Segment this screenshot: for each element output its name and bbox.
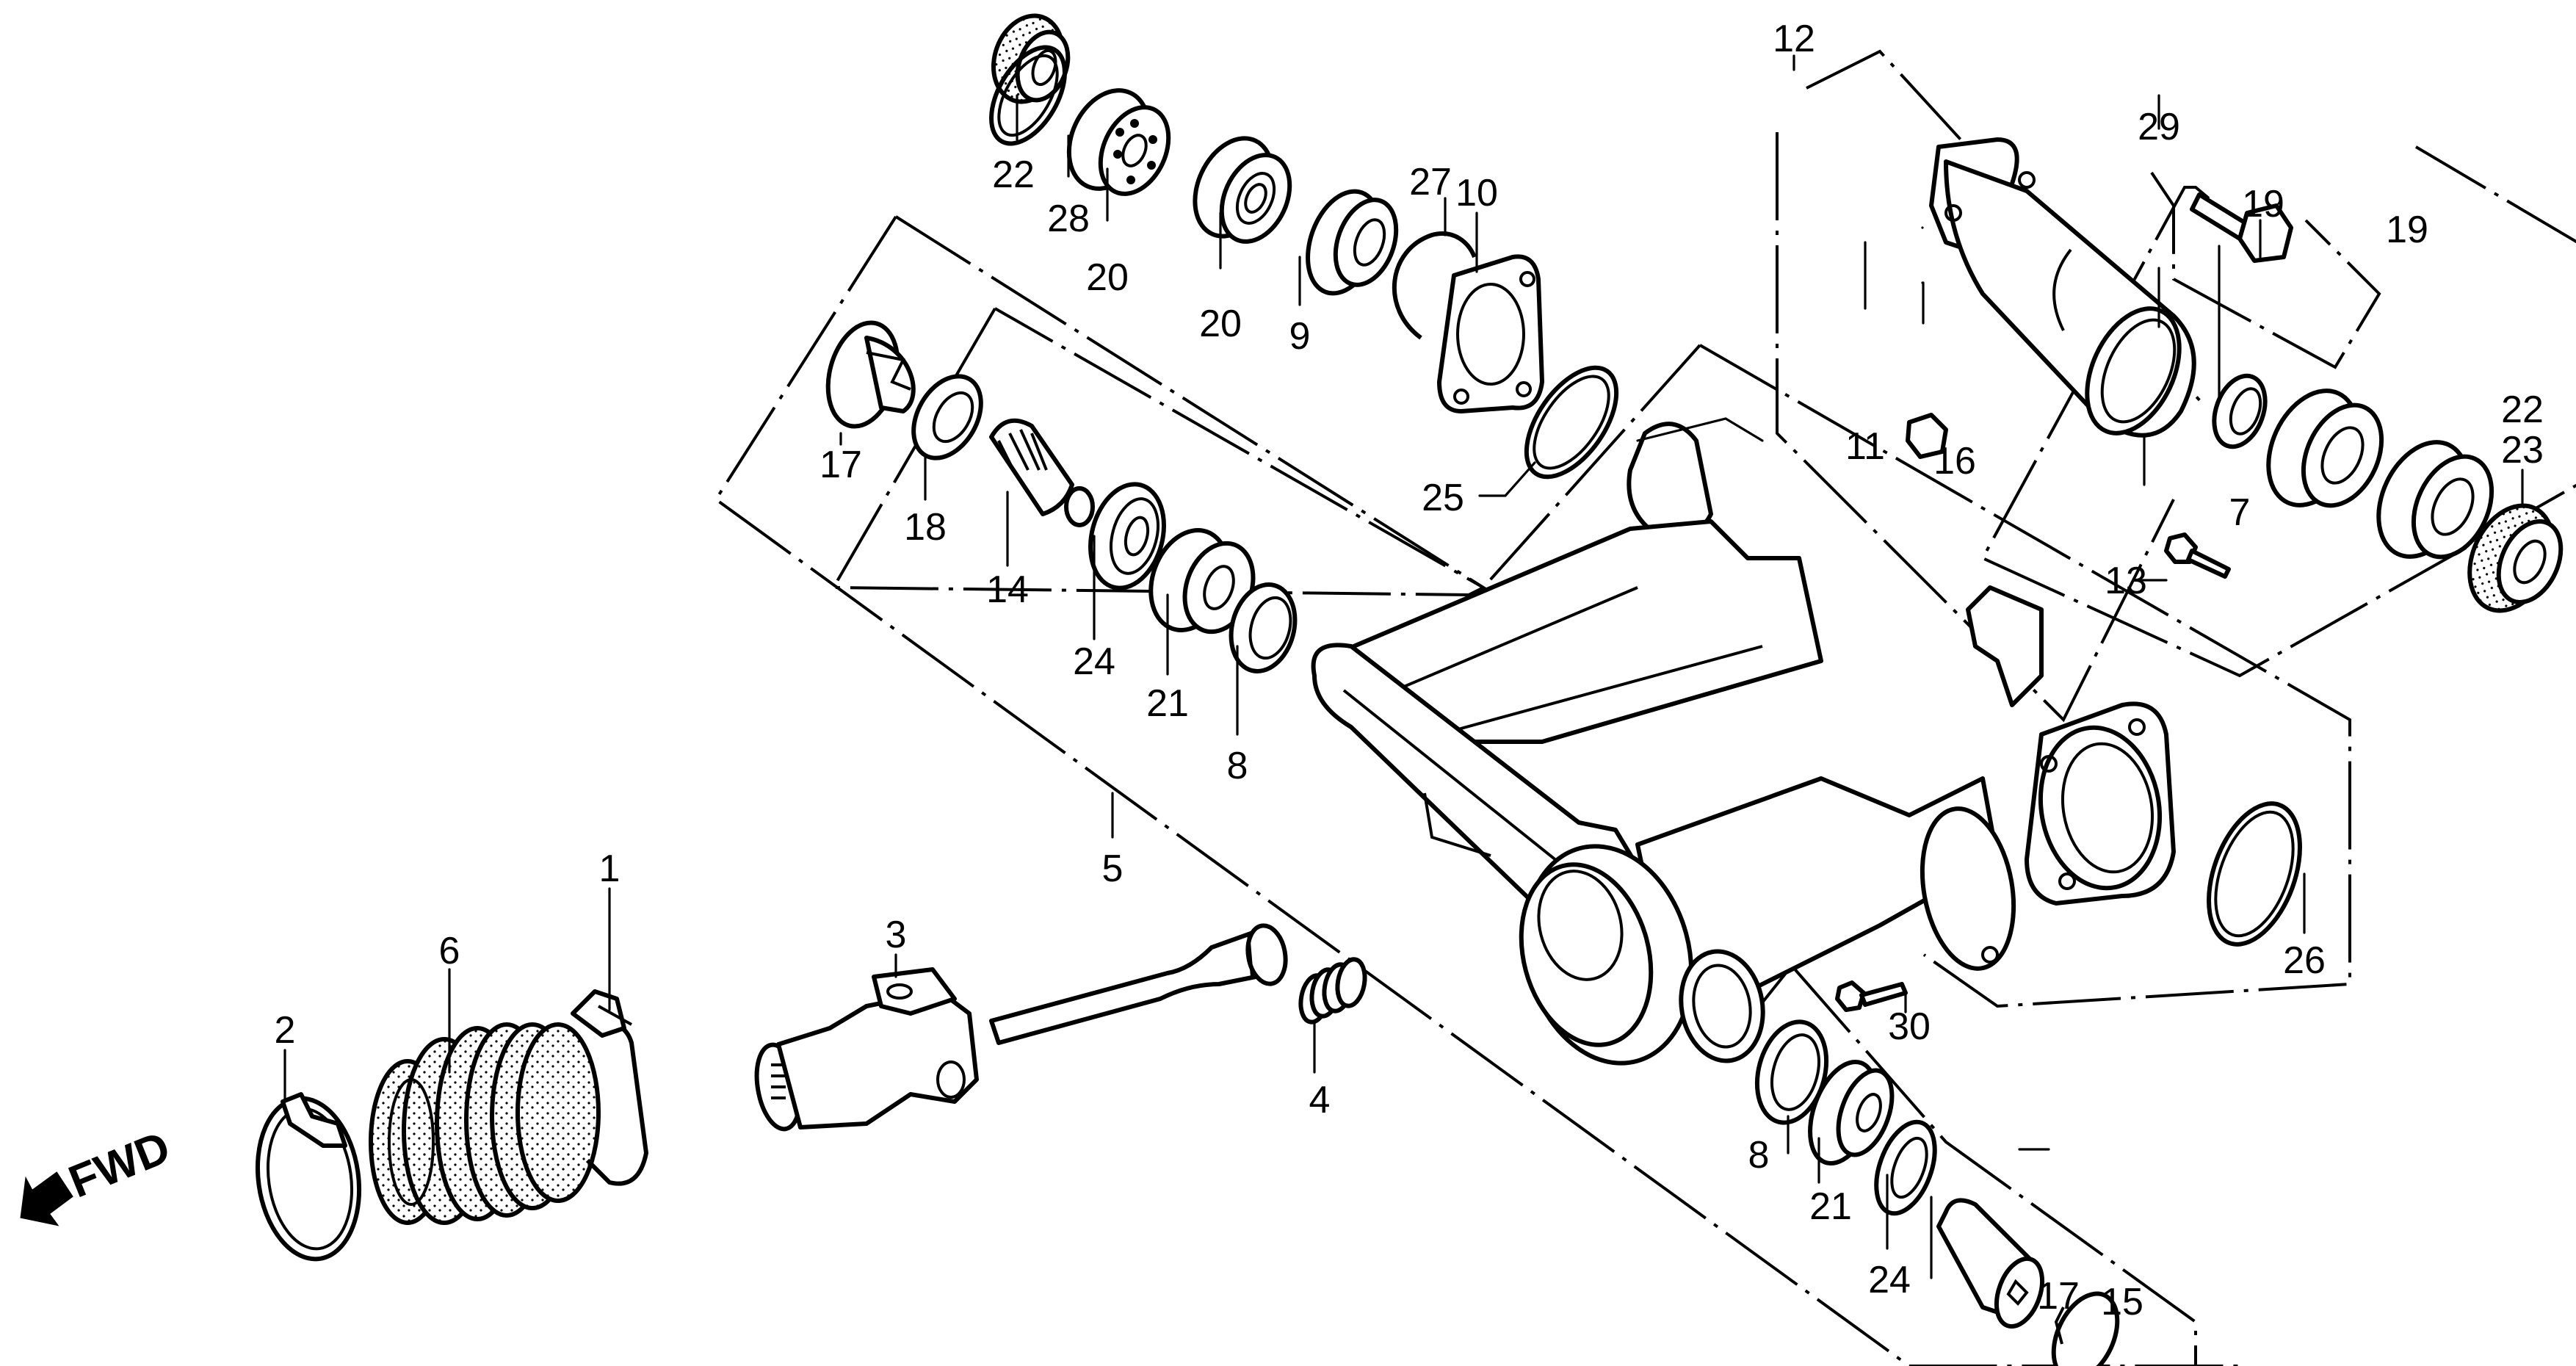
bearing-race-upper — [1088, 482, 1166, 590]
callout-label-dust-seal-lower: 8 — [1748, 1134, 1770, 1177]
swingarm-group-boundary-top — [894, 215, 1485, 589]
swingarm-body — [1311, 422, 2176, 1066]
dust-seal-upper — [1229, 582, 1298, 673]
ball-bearing-a — [1066, 88, 1171, 196]
callout-label-lock-nut: 18 — [904, 506, 947, 549]
bolt-boundary — [2150, 171, 2381, 369]
callout-label-flange-bolt-small: 30 — [1888, 1005, 1931, 1048]
bolt — [2164, 532, 2231, 579]
callout-label-universal-joint: 3 — [886, 914, 907, 956]
housing-assembly — [1929, 137, 2196, 438]
fwd-label: FWD — [62, 1122, 177, 1208]
pivot-parts-boundary — [831, 307, 1487, 597]
callout-label-radial-bearing-a: 19 — [2242, 183, 2284, 225]
tapered-bearing-lower — [1808, 1059, 1895, 1166]
callout-label-pivot-cap-lower: 17 — [2037, 1275, 2080, 1318]
lower-pivot-boundary — [1790, 964, 2197, 1366]
callout-label-snap-ring: 27 — [1409, 161, 1452, 203]
callout-label-boot-band-large: 1 — [599, 848, 621, 890]
parts — [255, 13, 2564, 1366]
flange-bolt — [2190, 192, 2293, 263]
snap-ring — [1392, 231, 1477, 340]
bearing-boundary — [1980, 145, 2576, 678]
swingarm-boot — [369, 1022, 601, 1225]
callout-label-bearing-holder-plate: 10 — [1455, 172, 1498, 214]
callout-label-spring: 4 — [1309, 1079, 1331, 1121]
callout-label-ball-bearing-b: 20 — [1199, 303, 1242, 345]
callout-label-swingarm-boot: 6 — [439, 930, 460, 972]
boot-band-small — [255, 1092, 362, 1262]
o-ring — [1524, 365, 1619, 480]
callout-label-bearing-race-upper: 24 — [1073, 640, 1115, 683]
callout-label-pivot-cap-upper: 17 — [820, 444, 862, 486]
leader-lines — [283, 54, 2524, 1279]
callout-label-retaining-ring: 28 — [1047, 198, 1090, 240]
arrow-down-left-icon — [20, 1171, 73, 1226]
callout-label-nut: 16 — [1933, 440, 1976, 483]
oil-seal — [1306, 189, 1399, 296]
tapered-bearing-upper — [1148, 528, 1256, 635]
pivot-bolt-right — [1936, 1198, 2045, 1329]
housing-boundary — [1776, 132, 2175, 723]
callout-label-seal-right-alt: 23 — [2501, 429, 2544, 471]
callout-label-housing-assembly: 12 — [1773, 18, 1815, 60]
callout-label-o-ring: 25 — [1422, 477, 1464, 519]
callout-label-seal-right: 22 — [2501, 389, 2544, 431]
pivot-cap-lower — [2051, 1291, 2120, 1366]
pivot-bolt-left — [989, 418, 1095, 527]
drive-shaft — [989, 923, 1288, 1045]
callout-label-tapered-bearing-lower: 21 — [1809, 1185, 1852, 1228]
callout-label-circlip: 26 — [2283, 939, 2326, 982]
circlip — [2207, 801, 2302, 947]
nut — [1906, 413, 1948, 459]
dust-seal-lower — [1754, 1019, 1829, 1125]
flange-bolt-small — [1835, 980, 1908, 1012]
swingarm-body-boundary — [1482, 344, 1701, 589]
callout-label-boot-band-small: 2 — [275, 1009, 296, 1052]
radial-bearing-a — [2266, 389, 2384, 508]
callout-label-ball-bearing-a: 20 — [1086, 256, 1129, 299]
callout-label-dust-seal-upper: 8 — [1227, 745, 1248, 787]
callout-label-housing-tube: 11 — [1845, 425, 1885, 468]
radial-bearing-b — [2376, 440, 2494, 560]
callout-label-needle-bearing: 7 — [2229, 491, 2251, 534]
callout-label-oil-seal: 9 — [1289, 315, 1311, 358]
group-boundaries — [714, 49, 2576, 1366]
callout-label-pivot-bolt-right: 15 — [2101, 1281, 2143, 1323]
callout-label-swingarm-group: 5 — [1102, 848, 1124, 890]
needle-bearing — [2212, 373, 2268, 449]
pivot-cap-upper — [825, 320, 916, 429]
bearing-race-lower — [1874, 1119, 1937, 1216]
universal-joint — [754, 967, 979, 1132]
spring — [1298, 957, 1367, 1024]
callout-label-pivot-bolt-left: 14 — [986, 568, 1029, 611]
boot-band-large — [571, 989, 648, 1186]
swingarm-body-boundary-r — [1699, 344, 2351, 1008]
seal-right — [2467, 503, 2564, 613]
callout-labels: 1 2 3 4 5 6 7 8 8 9 10 11 12 13 14 15 16… — [275, 18, 2544, 1323]
callout-label-seal-top-left: 22 — [992, 153, 1035, 196]
callout-label-radial-bearing-b: 19 — [2386, 209, 2428, 251]
bearing-holder-plate — [1437, 254, 1544, 413]
callout-label-tapered-bearing-upper: 21 — [1146, 682, 1189, 725]
retaining-ring — [989, 45, 1067, 146]
ball-bearing-b — [1193, 136, 1292, 244]
callout-label-bolt: 13 — [2105, 560, 2147, 602]
fwd-indicator: FWD — [20, 1122, 177, 1226]
callout-label-bearing-race-lower: 24 — [1868, 1259, 1911, 1301]
callout-label-flange-bolt: 29 — [2138, 106, 2180, 148]
